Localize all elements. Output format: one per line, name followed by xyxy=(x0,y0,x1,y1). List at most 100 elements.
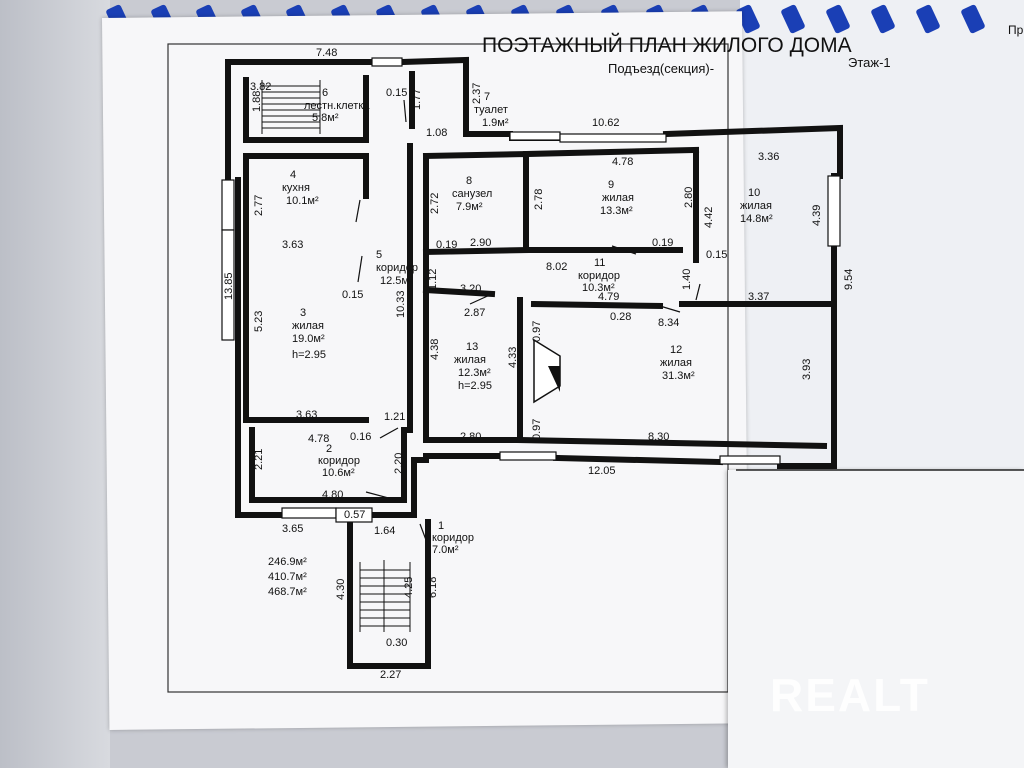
room-4-name: кухня xyxy=(282,182,310,194)
dim-4-39: 4.39 xyxy=(811,205,823,226)
dim-3-63-top: 3.63 xyxy=(282,239,303,251)
dim-4-78-top: 4.78 xyxy=(612,156,633,168)
corner-label: Пр xyxy=(1008,23,1024,37)
dim-0-15-mid: 0.15 xyxy=(342,289,363,301)
dim-1-12: 1.12 xyxy=(427,269,439,290)
dim-4-79: 4.79 xyxy=(598,291,619,303)
dim-0-19-left: 0.19 xyxy=(436,239,457,251)
door-swings xyxy=(355,99,701,541)
dim-13-85: 13.85 xyxy=(223,272,235,300)
room-11-name: коридор xyxy=(578,270,620,282)
dim-0-15: 0.15 xyxy=(386,87,407,99)
room-8-area: 7.9м² xyxy=(456,201,483,213)
dim-4-33: 4.33 xyxy=(507,347,519,368)
dim-3-20: 3.20 xyxy=(460,283,481,295)
room-5-area: 12.5м² xyxy=(380,275,413,287)
dim-8-34: 8.34 xyxy=(658,317,679,329)
section-label: Подъезд(секция)- xyxy=(608,61,714,76)
dim-4-42: 4.42 xyxy=(703,207,715,228)
room-4-number: 4 xyxy=(290,169,296,181)
room-5-name: коридор xyxy=(376,262,418,274)
dim-0-97-top: 0.97 xyxy=(531,321,543,342)
room-6-name: лестн.клетка xyxy=(304,100,370,112)
dim-2-20: 2.20 xyxy=(393,453,405,474)
room-12-number: 12 xyxy=(670,344,682,356)
room-4-area: 10.1м² xyxy=(286,195,319,207)
dim-0-19-right: 0.19 xyxy=(652,237,673,249)
dim-4-38: 4.38 xyxy=(429,339,441,360)
room-1-area: 7.0м² xyxy=(432,544,459,556)
room-7-area: 1.9м² xyxy=(482,117,509,129)
dim-2-37: 2.37 xyxy=(471,83,483,104)
dim-8-02: 8.02 xyxy=(546,261,567,273)
room-3-number: 3 xyxy=(300,307,306,319)
dim-7-48: 7.48 xyxy=(316,47,337,59)
dim-2-27: 2.27 xyxy=(380,669,401,681)
room-12-name: жилая xyxy=(660,357,692,369)
room-8-number: 8 xyxy=(466,175,472,187)
room-3-name: жилая xyxy=(292,320,324,332)
staircase-steps xyxy=(261,80,411,632)
dim-6-18: 6.18 xyxy=(427,577,439,598)
room-2-area: 10.6м² xyxy=(322,467,355,479)
dim-0-57: 0.57 xyxy=(344,509,365,521)
dim-3-82: 3.82 xyxy=(250,81,271,93)
background-right xyxy=(740,0,1024,470)
room-7-number: 7 xyxy=(484,91,490,103)
dim-0-16: 0.16 xyxy=(350,431,371,443)
background-left xyxy=(0,0,110,768)
dim-3-37: 3.37 xyxy=(748,291,769,303)
room-12-area: 31.3м² xyxy=(662,370,695,382)
dim-2-72: 2.72 xyxy=(429,193,441,214)
floor-label: Этаж-1 xyxy=(848,55,891,70)
room-7-name: туалет xyxy=(474,104,508,116)
room-8-name: санузел xyxy=(452,188,492,200)
room-6-area: 5.8м² xyxy=(312,112,339,124)
realt-watermark: REALT xyxy=(770,669,930,721)
dim-1-21: 1.21 xyxy=(384,411,405,423)
room-11-number: 11 xyxy=(594,257,605,269)
dim-2-21: 2.21 xyxy=(253,449,265,470)
windows xyxy=(221,57,841,523)
dim-1-40: 1.40 xyxy=(681,269,693,290)
walls xyxy=(225,56,843,669)
room-10-name: жилая xyxy=(740,200,772,212)
room-1-number: 1 xyxy=(438,520,444,532)
dim-3-65: 3.65 xyxy=(282,523,303,535)
dim-0-28: 0.28 xyxy=(610,311,631,323)
sheet-edge-line xyxy=(736,469,1024,471)
dim-0-30: 0.30 xyxy=(386,637,407,649)
dim-1-64: 1.64 xyxy=(374,525,395,537)
dim-12-05: 12.05 xyxy=(588,465,616,477)
dim-4-78-bottom: 4.78 xyxy=(308,433,329,445)
plan-title: ПОЭТАЖНЫЙ ПЛАН ЖИЛОГО ДОМА xyxy=(482,33,852,57)
dim-3-63-bottom: 3.63 xyxy=(296,409,317,421)
dim-0-97-bottom: 0.97 xyxy=(531,419,543,440)
room-13-height: h=2.95 xyxy=(458,380,492,392)
room-9-number: 9 xyxy=(608,179,614,191)
dim-9-54: 9.54 xyxy=(843,269,855,290)
total-area-1: 246.9м² xyxy=(268,556,307,568)
dim-4-80: 4.80 xyxy=(322,489,343,501)
room-3-area: 19.0м² xyxy=(292,333,325,345)
total-area-2: 410.7м² xyxy=(268,571,307,583)
room-13-number: 13 xyxy=(466,341,478,353)
dim-3-36: 3.36 xyxy=(758,151,779,163)
dim-2-87: 2.87 xyxy=(464,307,485,319)
dim-2-78: 2.78 xyxy=(533,189,545,210)
dim-1-88: 1.88 xyxy=(251,91,263,112)
room-2-name: коридор xyxy=(318,455,360,467)
room-9-name: жилая xyxy=(602,192,634,204)
total-area-3: 468.7м² xyxy=(268,586,307,598)
dim-10-62: 10.62 xyxy=(592,117,620,129)
dim-1-08: 1.08 xyxy=(426,127,447,139)
room-10-area: 14.8м² xyxy=(740,213,773,225)
room-13-name: жилая xyxy=(454,354,486,366)
dim-4-25: 4.25 xyxy=(403,577,415,598)
dim-8-30: 8.30 xyxy=(648,431,669,443)
dim-2-80-bottom: 2.80 xyxy=(460,431,481,443)
dim-4-30: 4.30 xyxy=(335,579,347,600)
room-11-area: 10.3м² xyxy=(582,282,615,294)
